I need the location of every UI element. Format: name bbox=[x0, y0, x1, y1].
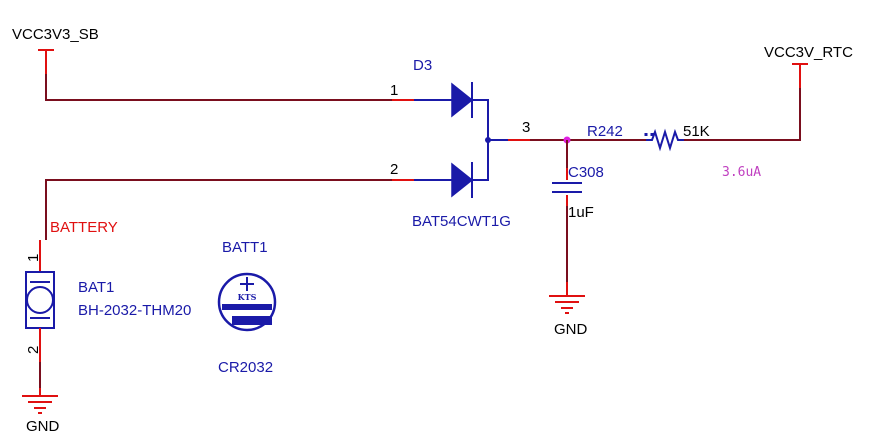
net-label-vcc3v3-sb: VCC3V3_SB bbox=[12, 26, 99, 43]
ground-symbol-left: GND bbox=[22, 388, 60, 435]
batt1-ref-label: BATT1 bbox=[222, 239, 268, 256]
wire-vcc3v3-to-d3-pin1 bbox=[45, 74, 392, 101]
d3-pin3-number: 3 bbox=[522, 119, 530, 136]
coin-cell-batt1[interactable]: BATT1 KTS CR2032 bbox=[217, 239, 277, 376]
wire-d3-pin2-to-battery bbox=[45, 179, 392, 240]
net-label-gnd-left: GND bbox=[26, 418, 60, 435]
wire-r242-to-vcc3v-rtc bbox=[684, 88, 801, 141]
r242-ref-label: R242 bbox=[587, 123, 623, 140]
d3-pin2-number: 2 bbox=[390, 161, 398, 178]
d3-lower-anode-triangle bbox=[451, 162, 474, 198]
d3-upper-cathode-lead bbox=[472, 99, 489, 140]
d3-upper-anode-triangle bbox=[451, 82, 474, 118]
batt1-plate-upper bbox=[222, 304, 272, 310]
resistor-r242[interactable]: R242 51K 3.6uA bbox=[587, 123, 761, 180]
battery-holder-bat1[interactable]: BATTERY 1 2 BAT1 BH-2032-THM20 bbox=[25, 219, 191, 362]
d3-part-label: BAT54CWT1G bbox=[412, 213, 511, 230]
net-label-vcc3v-rtc: VCC3V_RTC bbox=[764, 44, 853, 61]
r242-zigzag bbox=[646, 128, 684, 152]
power-port-vcc3v-rtc[interactable]: VCC3V_RTC bbox=[764, 44, 853, 88]
batt1-outline bbox=[217, 272, 277, 332]
ground-symbol-mid: GND bbox=[549, 282, 588, 338]
d3-ref-label: D3 bbox=[413, 57, 432, 74]
d3-pin1-number: 1 bbox=[390, 82, 398, 99]
bat1-pin1-number: 1 bbox=[25, 254, 42, 262]
net-label-battery: BATTERY bbox=[50, 219, 118, 236]
batt1-plate-lower bbox=[232, 316, 272, 325]
power-port-vcc3v3-sb[interactable]: VCC3V3_SB bbox=[12, 26, 99, 74]
r242-value-label: 51K bbox=[683, 123, 710, 140]
bat1-cell-circle bbox=[26, 286, 54, 314]
d3-lower-cathode-lead bbox=[472, 140, 489, 181]
c308-ref-label: C308 bbox=[568, 164, 604, 181]
bat1-pin2-number: 2 bbox=[25, 346, 42, 354]
bat1-part-label: BH-2032-THM20 bbox=[78, 302, 191, 319]
batt1-logo: KTS bbox=[238, 292, 257, 302]
c308-value-label: 1uF bbox=[568, 204, 594, 221]
r242-current-annotation: 3.6uA bbox=[722, 165, 761, 180]
bat1-body bbox=[25, 271, 55, 329]
bat1-ref-label: BAT1 bbox=[78, 279, 114, 296]
diode-d3[interactable]: D3 1 2 3 BAT54CWT1G bbox=[390, 57, 530, 230]
capacitor-c308[interactable]: C308 1uF bbox=[552, 140, 604, 282]
batt1-part-label: CR2032 bbox=[218, 359, 273, 376]
net-label-gnd-mid: GND bbox=[554, 321, 588, 338]
